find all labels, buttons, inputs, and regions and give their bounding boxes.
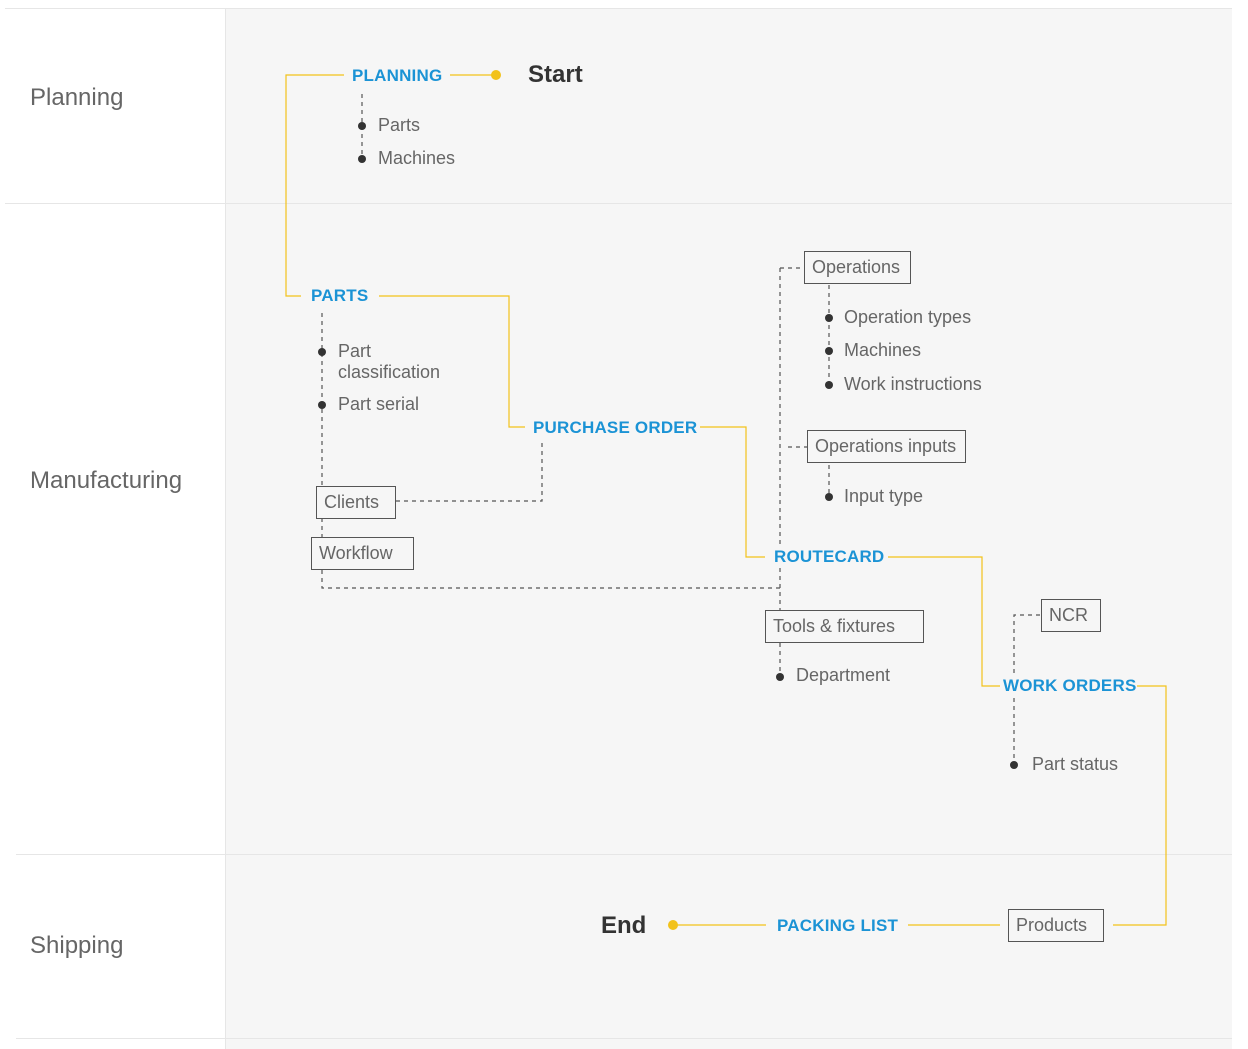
box-workflow: Workflow: [311, 537, 414, 570]
box-operations-inputs: Operations inputs: [807, 430, 966, 463]
bullet-dot: [776, 673, 784, 681]
stage-routecard: ROUTECARD: [774, 547, 885, 566]
start-dot: [491, 70, 501, 80]
lane-label-manufacturing: Manufacturing: [30, 467, 183, 494]
parts-item-classification: Part classification: [338, 341, 441, 382]
bullet-dot: [358, 155, 366, 163]
lane-divider-vertical: [225, 9, 226, 1049]
flow-lines: [285, 74, 1167, 926]
operations-item-types: Operation types: [844, 307, 972, 327]
bottom-border: [16, 1038, 1232, 1039]
bullet-dot: [358, 122, 366, 130]
end-dot: [668, 920, 678, 930]
lane-divider-manufacturing: [16, 854, 1232, 855]
stage-purchase-order: PURCHASE ORDER: [533, 418, 698, 437]
stage-packing-list: PACKING LIST: [777, 916, 899, 935]
lane-divider-planning: [5, 203, 1232, 204]
tools-item-department: Department: [796, 665, 891, 685]
lane-label-planning: Planning: [30, 84, 124, 111]
bullet-dot: [825, 347, 833, 355]
lane-label-shipping: Shipping: [30, 932, 124, 959]
stage-work-orders: WORK ORDERS: [1003, 676, 1137, 695]
diagram-canvas: [225, 9, 1232, 1049]
operations-inputs-item-input-type: Input type: [844, 486, 924, 506]
operations-item-machines: Machines: [844, 340, 922, 360]
planning-item-machines: Machines: [378, 148, 456, 168]
bullet-dot: [825, 381, 833, 389]
planning-item-parts: Parts: [378, 115, 421, 135]
stage-planning: PLANNING: [352, 66, 443, 85]
box-tools-fixtures: Tools & fixtures: [765, 610, 924, 643]
bullet-dot: [318, 348, 326, 356]
top-border: [5, 8, 1232, 9]
bullet-dot: [825, 314, 833, 322]
bullet-dots: [318, 122, 1018, 769]
bullet-dot: [1010, 761, 1018, 769]
terminal-dots: [491, 70, 678, 930]
end-label: End: [601, 912, 647, 939]
box-products: Products: [1008, 909, 1104, 942]
stage-parts: PARTS: [311, 286, 369, 305]
dashed-lines: [321, 94, 1040, 765]
start-label: Start: [528, 61, 583, 88]
parts-item-serial: Part serial: [338, 394, 420, 414]
box-operations: Operations: [804, 251, 911, 284]
bullet-dot: [318, 401, 326, 409]
operations-item-work-instructions: Work instructions: [844, 374, 982, 394]
box-ncr: NCR: [1041, 599, 1101, 632]
work-orders-item-part-status: Part status: [1032, 754, 1119, 774]
bullet-dot: [825, 493, 833, 501]
box-clients: Clients: [316, 486, 396, 519]
